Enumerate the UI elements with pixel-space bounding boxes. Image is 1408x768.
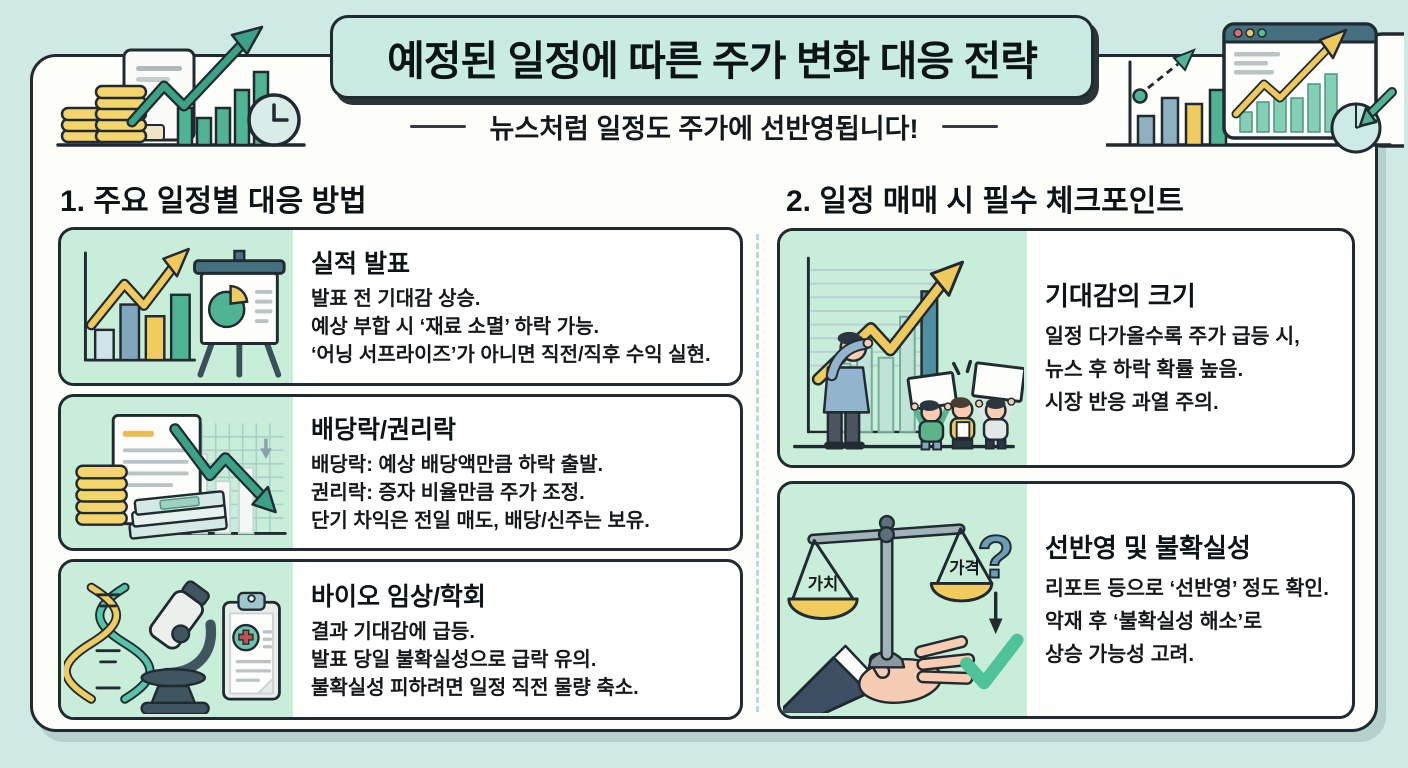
card-line: 상승 가능성 고려. [1045, 642, 1195, 666]
coins-chart-clock-icon [56, 25, 306, 147]
card-bio: 바이오 임상/학회 결과 기대감에 급등. 발표 당일 불확실성으로 급락 유의… [58, 559, 743, 720]
card-line: 결과 기대감에 급등. [311, 621, 475, 643]
card-bio-content: 바이오 임상/학회 결과 기대감에 급등. 발표 당일 불확실성으로 급락 유의… [293, 562, 740, 717]
card-title: 바이오 임상/학회 [311, 583, 486, 611]
card-line: 시장 반응 과열 주의. [1045, 390, 1219, 414]
card-expectation-illustration [780, 231, 1027, 465]
browser-chart-pie-icon [1106, 22, 1404, 154]
subtitle-row: 뉴스처럼 일정도 주가에 선반영됩니다! [0, 108, 1408, 144]
hero-left-illustration [50, 24, 314, 156]
card-title: 기대감의 크기 [1045, 281, 1196, 312]
card-priced-in-content: 선반영 및 불확실성 리포트 등으로 ‘선반영’ 정도 확인. 악재 후 ‘불확… [1027, 484, 1352, 716]
hero-right-illustration [1106, 14, 1404, 158]
checkmark-icon [960, 633, 1024, 690]
card-exdividend-illustration [61, 397, 293, 548]
card-expectation: 기대감의 크기 일정 다가올수록 주가 급등 시, 뉴스 후 하락 확률 높음.… [777, 228, 1355, 468]
subtitle-left-dash [409, 124, 466, 128]
earnings-presentation-chart-icon [83, 247, 286, 378]
dividend-drop-chart-icon [75, 414, 287, 540]
card-line: 배당락: 예상 배당액만큼 하락 출발. [311, 454, 604, 476]
card-line: 예상 부합 시 ‘재료 소멸’ 하락 가능. [311, 316, 600, 338]
card-line: 악재 후 ‘불확실성 해소’로 [1045, 610, 1263, 634]
section-1-heading: 1. 주요 일정별 대응 방법 [60, 185, 367, 218]
title-box: 예정된 일정에 따른 주가 변화 대응 전략 [330, 15, 1094, 99]
crowd-expectation-chart-icon [793, 256, 1024, 451]
card-priced-in: 가치 가격 ? 선반영 및 불확실성 리포트 등으로 ‘선반영’ 정도 확인. … [777, 481, 1355, 719]
card-earnings: 실적 발표 발표 전 기대감 상승. 예상 부합 시 ‘재료 소멸’ 하락 가능… [58, 227, 743, 386]
card-line: 일정 다가올수록 주가 급등 시, [1045, 325, 1300, 349]
card-bio-illustration [61, 562, 293, 717]
card-line: 권리락: 증자 비율만큼 주가 조정. [311, 482, 585, 504]
card-line: ‘어닝 서프라이즈’가 아니면 직전/직후 수익 실현. [311, 344, 711, 366]
card-priced-in-illustration: 가치 가격 ? [780, 484, 1027, 716]
card-line: 뉴스 후 하락 확률 높음. [1045, 358, 1244, 382]
card-line: 발표 당일 불확실성으로 급락 유의. [311, 649, 597, 671]
section-2-heading: 2. 일정 매매 시 필수 체크포인트 [786, 185, 1184, 218]
card-title: 배당락/권리락 [311, 416, 456, 444]
scale-left-label: 가치 [808, 574, 839, 593]
card-line: 불확실성 피하려면 일정 직전 물량 축소. [311, 677, 639, 699]
card-title: 실적 발표 [311, 250, 410, 278]
scale-right-label: 가격 [949, 559, 980, 578]
page-subtitle: 뉴스처럼 일정도 주가에 선반영됩니다! [489, 113, 919, 144]
subtitle-right-dash [942, 124, 999, 128]
card-earnings-illustration [61, 230, 293, 383]
card-exdividend: 배당락/권리락 배당락: 예상 배당액만큼 하락 출발. 권리락: 증자 비율만… [58, 394, 743, 551]
column-divider [756, 234, 759, 712]
card-earnings-content: 실적 발표 발표 전 기대감 상승. 예상 부합 시 ‘재료 소멸’ 하락 가능… [293, 230, 740, 383]
page-title: 예정된 일정에 따른 주가 변화 대응 전략 [387, 38, 1038, 84]
card-title: 선반영 및 불확실성 [1045, 533, 1251, 564]
card-expectation-content: 기대감의 크기 일정 다가올수록 주가 급등 시, 뉴스 후 하락 확률 높음.… [1027, 231, 1352, 465]
card-line: 단기 차익은 전일 매도, 배당/신주는 보유. [311, 510, 650, 532]
question-mark-icon: ? [977, 523, 1014, 591]
card-exdividend-content: 배당락/권리락 배당락: 예상 배당액만큼 하락 출발. 권리락: 증자 비율만… [293, 397, 740, 548]
balance-scale-hand-icon: 가치 가격 ? [783, 514, 1024, 713]
card-line: 리포트 등으로 ‘선반영’ 정도 확인. [1045, 577, 1329, 601]
card-line: 발표 전 기대감 상승. [311, 288, 481, 310]
bio-lab-microscope-clipboard-icon [64, 580, 281, 714]
